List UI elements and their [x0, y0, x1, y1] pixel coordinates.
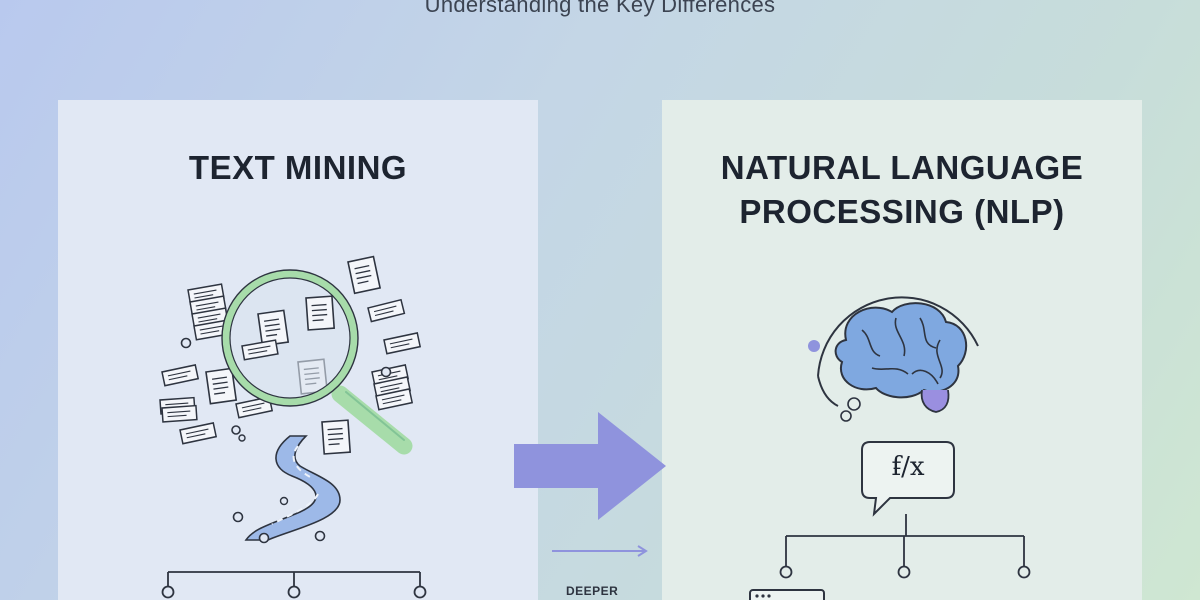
- tree-structure-icon: [161, 571, 427, 599]
- deeper-label: DEEPER: [566, 584, 619, 598]
- small-arrow-icon: [552, 545, 648, 557]
- magnifier-icon: [221, 269, 413, 455]
- document-stack-icon: [159, 255, 421, 455]
- right-arrow-icon: [514, 412, 666, 520]
- formula-text: f̵/x: [891, 452, 925, 482]
- text-mining-title: TEXT MINING: [188, 149, 408, 186]
- window-icon: [749, 589, 825, 600]
- nlp-tree-structure-icon: [779, 514, 1031, 579]
- nlp-title-line1: NATURAL LANGUAGE: [720, 149, 1084, 186]
- nlp-title-line2: PROCESSING (NLP): [739, 193, 1065, 230]
- brain-icon: [808, 296, 979, 422]
- speech-bubble-icon: [861, 441, 955, 517]
- data-stream-icon: [232, 435, 341, 544]
- nlp-title: NATURAL LANGUAGE PROCESSING (NLP): [662, 146, 1142, 234]
- subtitle: Understanding the Key Differences: [424, 0, 776, 17]
